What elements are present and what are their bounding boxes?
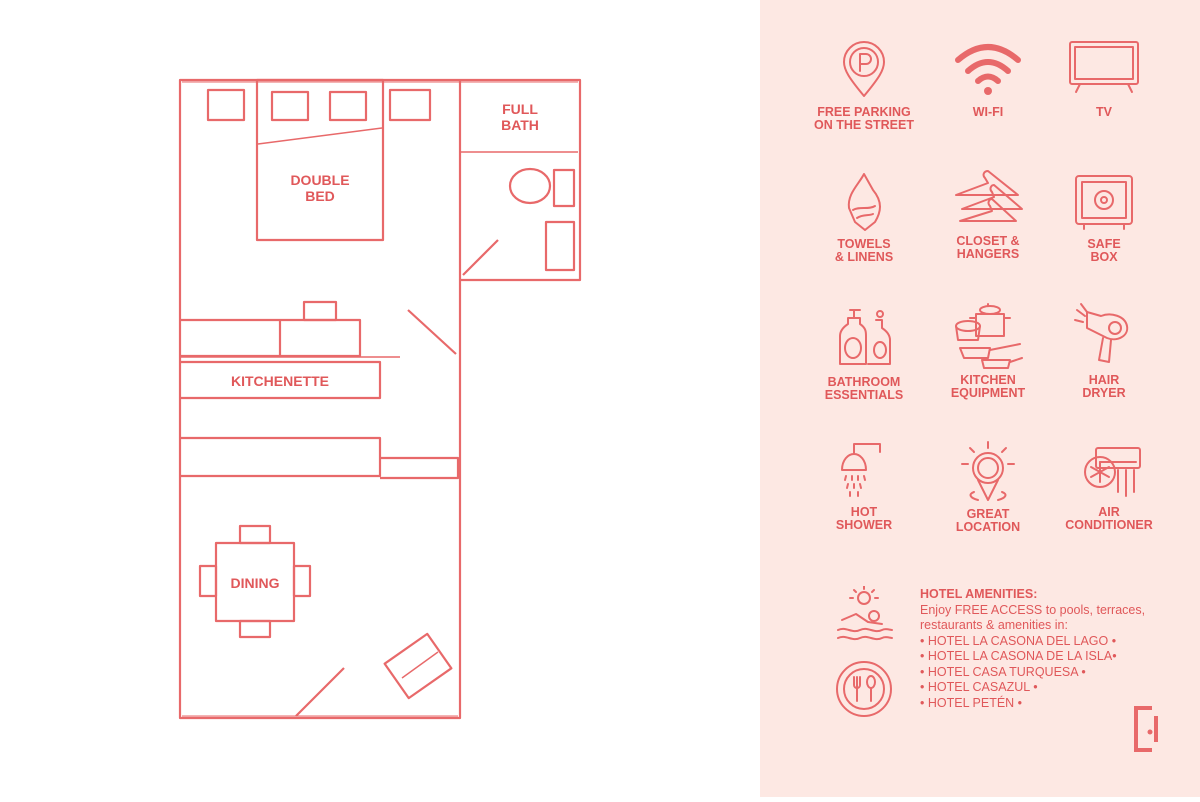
amenity-label: CLOSET & HANGERS — [956, 234, 1020, 261]
hotel-amenities-intro: restaurants & amenities in: — [920, 618, 1068, 632]
hotel-list-item: • HOTEL LA CASONA DEL LAGO • — [920, 633, 1117, 648]
kitchenette-label: KITCHENETTE — [231, 373, 329, 389]
amenity-location: GREAT LOCATION — [923, 440, 1053, 534]
hotel-list-item: • HOTEL CASAZUL • — [920, 680, 1038, 694]
brand-logo-icon — [1134, 706, 1158, 752]
bed-pillow — [206, 88, 246, 122]
amenity-tv: TV — [1039, 40, 1169, 119]
dining-label: DINING — [230, 575, 280, 591]
amenity-parking: FREE PARKING ON THE STREET — [799, 40, 929, 132]
bed-frame — [255, 78, 385, 242]
toilet — [508, 167, 552, 205]
sink — [544, 220, 576, 272]
dining-chair — [198, 564, 218, 598]
swimmer-icon — [837, 586, 893, 641]
amenity-shower: HOT SHOWER — [799, 440, 929, 532]
hotel-list-item: • HOTEL PETÉN • — [920, 695, 1023, 710]
bed-pillow — [388, 88, 432, 122]
double-bed-label: DOUBLE BED — [290, 172, 350, 204]
wifi-icon — [955, 44, 1021, 95]
hanger-icon — [955, 170, 1023, 222]
amenity-label: KITCHEN EQUIPMENT — [950, 373, 1026, 400]
amenity-label: SAFE BOX — [1087, 237, 1121, 264]
hair-dryer-icon — [1074, 303, 1129, 363]
bed-pillow — [270, 90, 310, 122]
hotel-amenities-text: HOTEL AMENITIES: Enjoy FREE ACCESS to po… — [920, 587, 1190, 711]
amenity-bathroom: BATHROOM ESSENTIALS — [799, 306, 929, 402]
dining-chair — [238, 524, 272, 545]
hotel-amenities-title: HOTEL AMENITIES: — [920, 587, 1038, 601]
amenity-label: HAIR DRYER — [1082, 373, 1126, 400]
armchair — [383, 632, 453, 700]
bottles-icon — [839, 309, 891, 365]
amenity-label: WI-FI — [972, 105, 1004, 119]
amenities-panel: FREE PARKING ON THE STREET WI-FI TV TOWE… — [760, 0, 1200, 797]
safe-icon — [1075, 175, 1133, 230]
hotel-list-item: • HOTEL LA CASONA DE LA ISLA• — [920, 649, 1117, 663]
amenity-label: FREE PARKING ON THE STREET — [813, 105, 914, 132]
kitchen-counter-upper — [180, 318, 362, 358]
amenity-label: TOWELS & LINENS — [834, 237, 894, 264]
dining-icon — [836, 661, 892, 717]
bed-pillow — [328, 90, 368, 122]
amenity-label: BATHROOM ESSENTIALS — [824, 375, 904, 402]
dining-chair — [238, 619, 272, 639]
location-pin-icon — [961, 441, 1015, 501]
amenity-label: HOT SHOWER — [835, 505, 893, 532]
amenity-label: AIR CONDITIONER — [1065, 505, 1153, 532]
floor-plan-drawing — [178, 78, 582, 720]
amenity-ac: AIR CONDITIONER — [1044, 440, 1174, 532]
amenity-safe: SAFE BOX — [1039, 172, 1169, 264]
hotel-amenities-intro: Enjoy FREE ACCESS to pools, terraces, — [920, 602, 1146, 617]
amenity-kitchen: KITCHEN EQUIPMENT — [923, 302, 1053, 400]
dining-chair — [292, 564, 312, 598]
entry-door — [295, 667, 345, 717]
hotel-list-item: • HOTEL CASA TURQUESA • — [920, 664, 1086, 679]
cookware-icon — [955, 303, 1023, 369]
tv-icon — [1069, 41, 1139, 93]
amenity-wifi: WI-FI — [923, 40, 1053, 119]
kitchen-counter — [180, 360, 382, 400]
kitchen-counter-lower — [180, 436, 382, 478]
amenity-label: GREAT LOCATION — [955, 507, 1021, 534]
air-conditioner-icon — [1084, 447, 1141, 497]
floor-plan: DOUBLE BED FULL BATH KITCHENETTE DINING — [178, 78, 582, 720]
toilet-tank — [552, 168, 576, 208]
amenity-label: TV — [1096, 105, 1112, 119]
shower-icon — [841, 443, 881, 497]
full-bath-label: FULL BATH — [501, 101, 539, 133]
amenity-closet: CLOSET & HANGERS — [923, 165, 1053, 261]
towel-icon — [847, 173, 881, 231]
amenity-towels: TOWELS & LINENS — [799, 172, 929, 264]
kitchen-appliance — [302, 300, 338, 322]
bathroom-door — [462, 239, 499, 276]
kitchen-door — [407, 309, 457, 355]
parking-icon — [843, 41, 885, 97]
amenity-hairdryer: HAIR DRYER — [1039, 302, 1169, 400]
